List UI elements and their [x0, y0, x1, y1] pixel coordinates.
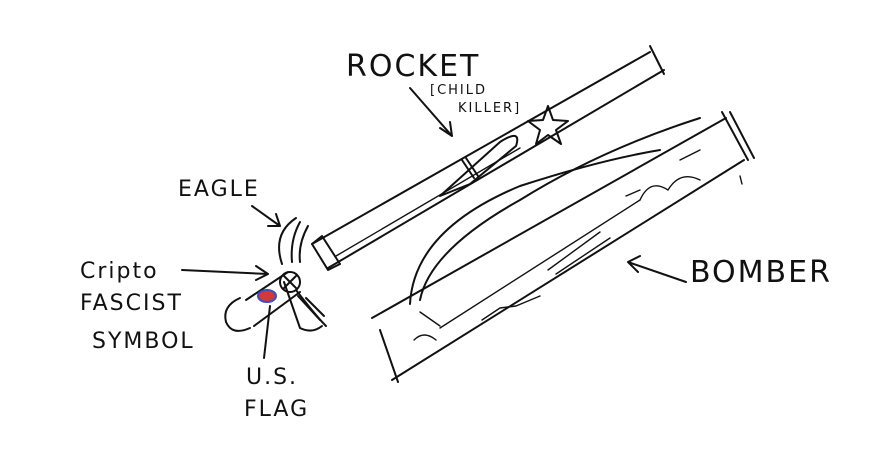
scabbard — [371, 111, 755, 383]
us-flag-label-line1: U.S. — [246, 365, 298, 390]
cripto-arrow — [181, 265, 269, 281]
us-flag-arrow — [263, 305, 271, 359]
rocket-arrow — [409, 87, 453, 137]
crossed-circle-icon — [279, 271, 301, 293]
eagle-arrow — [251, 205, 281, 227]
child-killer-label-line2: KILLER] — [458, 101, 521, 116]
child-killer-label-line1: [CHILD — [430, 83, 487, 98]
bomber-wing — [419, 117, 701, 301]
sword-crossguard — [278, 217, 341, 332]
bomber-arrow — [627, 255, 687, 283]
us-flag-label-line2: FLAG — [244, 397, 309, 422]
cripto-label-line2: FASCIST — [80, 291, 183, 316]
star-icon — [527, 105, 569, 145]
bomber-label: BOMBER — [690, 255, 832, 290]
sword-hilt — [224, 271, 301, 332]
cripto-label-line3: SYMBOL — [92, 329, 195, 354]
eagle-label: EAGLE — [178, 177, 260, 202]
cripto-label-line1: Cripto — [80, 259, 159, 284]
rocket-outline — [439, 135, 519, 197]
rocket-label: ROCKET — [346, 49, 480, 84]
pointer-arrows — [181, 87, 687, 359]
sword-blade — [311, 45, 665, 269]
us-flag-patch — [257, 289, 277, 303]
